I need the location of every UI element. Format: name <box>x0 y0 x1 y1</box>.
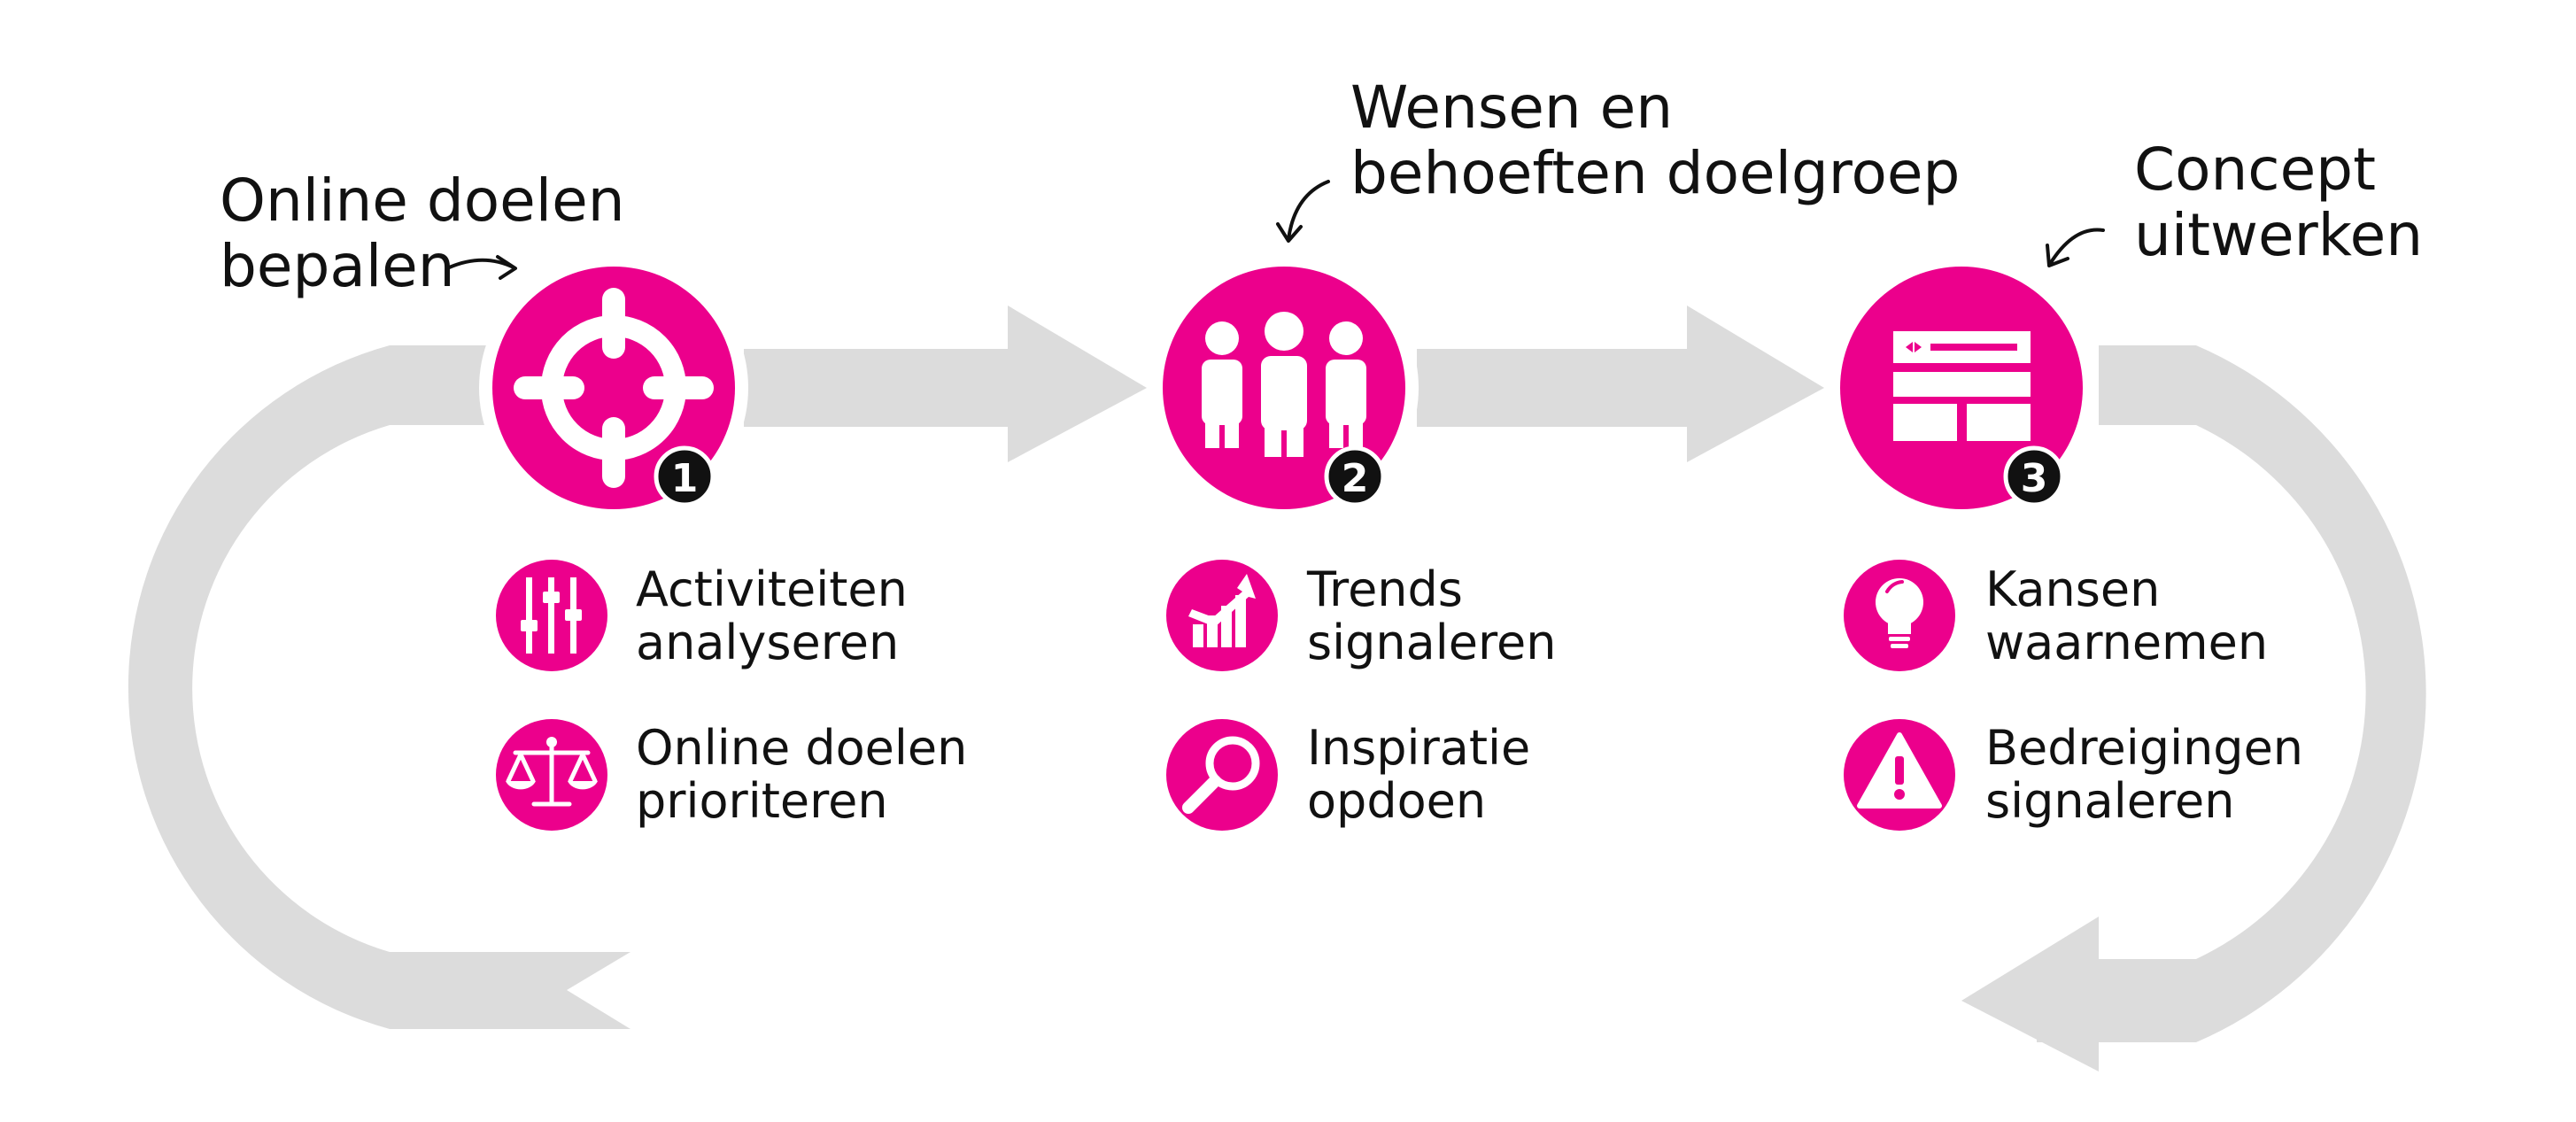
subitem-2-1-line-2: signaleren <box>1307 615 1557 670</box>
scales-icon <box>506 739 598 807</box>
pointer-arrows <box>445 180 2105 280</box>
subitem-3-2-label: Bedreigingen signaleren <box>1985 722 2303 828</box>
subitem-3-2 <box>1844 719 1955 831</box>
subitem-1-1-label: Activiteiten analyseren <box>636 563 908 669</box>
subitem-3-2-line-2: signaleren <box>1985 773 2235 829</box>
subitem-3-1-label: Kansen waarnemen <box>1985 563 2268 669</box>
subitem-1-2-line-1: Online doelen <box>636 720 968 776</box>
step-1-badge <box>654 445 716 507</box>
step-2: 2 <box>1149 253 1419 522</box>
step-1-title-line-1: Online doelen <box>220 166 625 235</box>
sliders-icon <box>521 577 582 654</box>
subitem-2-2-label: Inspiratie opdoen <box>1307 722 1530 828</box>
subitem-2-2-line-2: opdoen <box>1307 773 1487 829</box>
pointer-arrow-step-1 <box>445 255 517 280</box>
step-2-title-line-2: behoeften doelgroep <box>1350 139 1961 207</box>
right-return-arc <box>2037 345 2426 1042</box>
step-3-title: Concept uitwerken <box>2134 137 2423 268</box>
warning-icon <box>1857 732 1942 809</box>
connector-1-2 <box>744 349 1010 427</box>
step-1-title: Online doelen bepalen <box>220 168 625 299</box>
left-return-arc <box>128 345 540 1029</box>
loop-track <box>128 306 2426 1072</box>
magnifier-icon <box>1182 736 1260 814</box>
subitem-2-2-line-1: Inspiratie <box>1307 720 1531 776</box>
step-3: 3 <box>1827 253 2096 522</box>
subitem-1-2-line-2: prioriteren <box>636 773 888 829</box>
subitem-1-2-label: Online doelen prioriteren <box>636 722 967 828</box>
step-1-title-line-2: bepalen <box>220 232 455 300</box>
step-3-title-line-1: Concept <box>2134 135 2376 204</box>
subitem-1-1 <box>496 560 607 671</box>
subitem-1-1-line-1: Activiteiten <box>636 561 908 617</box>
connector-2-3 <box>1417 349 1691 427</box>
arrowhead-1-2 <box>1008 306 1147 462</box>
pointer-arrow-step-2 <box>1276 180 1330 243</box>
subitem-3-1-line-2: waarnemen <box>1985 615 2269 670</box>
subitem-2-2 <box>1166 719 1278 831</box>
step-3-number: 3 <box>2021 456 2048 501</box>
subitem-3-1-line-1: Kansen <box>1985 561 2161 617</box>
crosshair-icon <box>514 288 714 488</box>
subitem-2-1-label: Trends signaleren <box>1307 563 1556 669</box>
subitem-2-1-line-1: Trends <box>1307 561 1463 617</box>
subitem-3-1 <box>1844 560 1955 671</box>
left-return-arrowhead <box>540 952 630 1029</box>
subitem-1-1-line-2: analyseren <box>636 615 900 670</box>
trend-chart-icon <box>1188 574 1256 647</box>
subitem-2-1 <box>1166 560 1278 671</box>
step-1-number: 1 <box>671 456 699 501</box>
step-2-badge <box>1324 445 1386 507</box>
pointer-arrow-step-3 <box>2046 228 2105 267</box>
subitem-3-2-line-1: Bedreigingen <box>1985 720 2304 776</box>
step-2-title-line-1: Wensen en <box>1350 74 1674 142</box>
people-group-icon <box>1202 312 1366 457</box>
step-2-title: Wensen en behoeften doelgroep <box>1350 75 1960 206</box>
step-2-number: 2 <box>1342 456 1369 501</box>
step-3-badge <box>2003 445 2065 507</box>
subitem-1-2 <box>496 719 607 831</box>
step-1: 1 <box>479 253 748 522</box>
right-return-arrowhead <box>1961 917 2099 1072</box>
step-3-title-line-2: uitwerken <box>2134 201 2424 269</box>
arrowhead-2-3 <box>1687 306 1824 462</box>
